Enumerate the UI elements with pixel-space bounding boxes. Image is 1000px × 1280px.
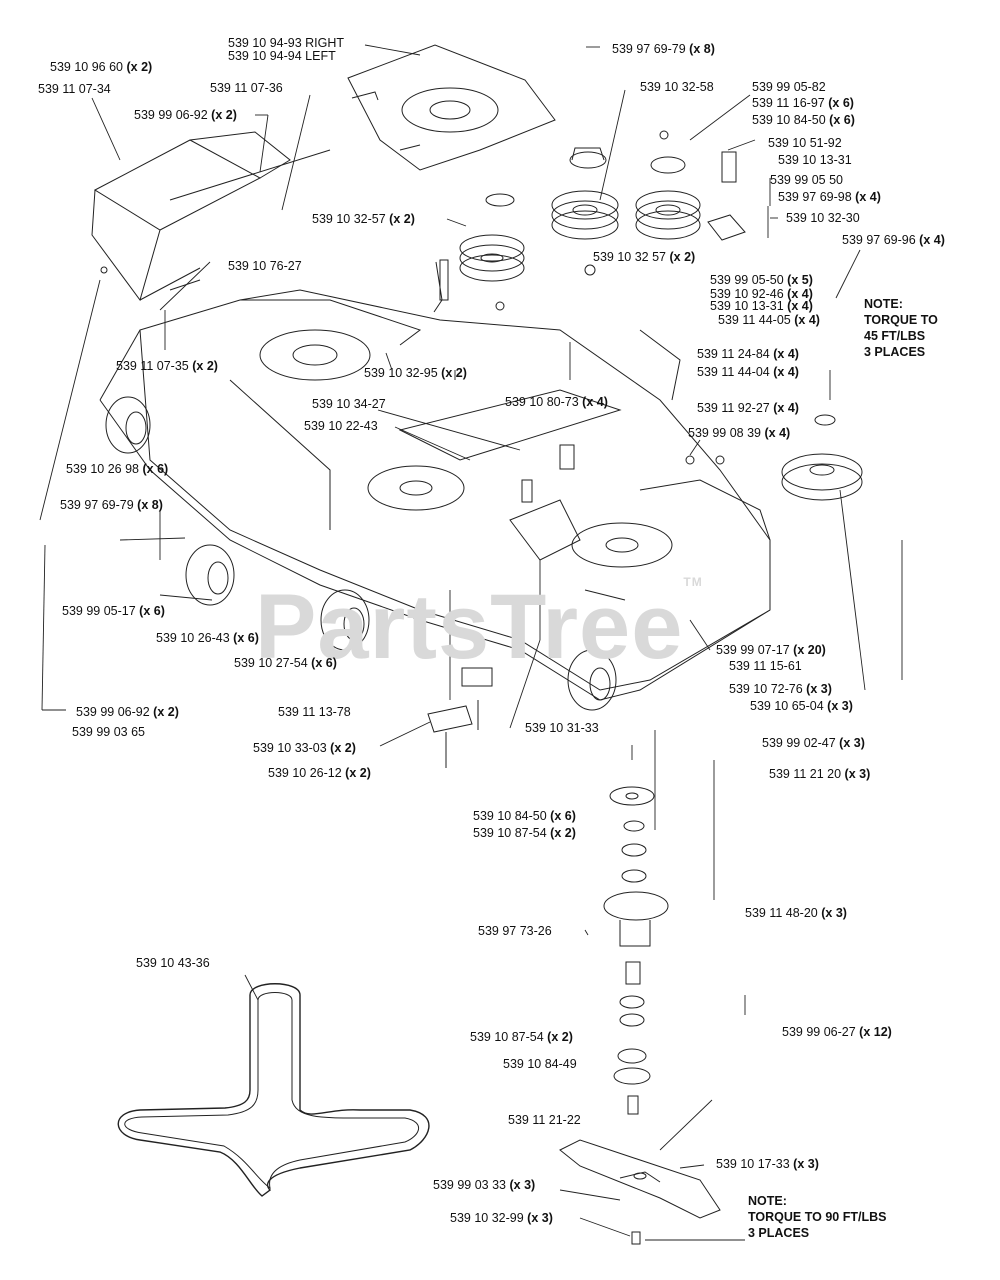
part-label: 539 99 06-92 (x 2) xyxy=(134,108,237,122)
part-label: 539 10 32-57 (x 2) xyxy=(312,212,415,226)
part-label: 539 10 26 98 (x 6) xyxy=(66,462,169,476)
part-label: 539 10 31-33 xyxy=(525,721,599,735)
part-label: 539 11 07-34 xyxy=(38,82,111,96)
part-label: 539 99 03 65 xyxy=(72,725,145,739)
part-label: 539 99 06-27 (x 12) xyxy=(782,1025,892,1039)
part-label: 539 10 80-73 (x 4) xyxy=(505,395,608,409)
part-label: 539 10 87-54 (x 2) xyxy=(470,1030,573,1044)
part-label: 539 10 65-04 (x 3) xyxy=(750,699,853,713)
part-label: 539 10 32 57 (x 2) xyxy=(593,250,696,264)
leader-lines xyxy=(40,45,902,1240)
idler-pulley xyxy=(434,194,524,312)
part-label: 539 10 22-43 xyxy=(304,419,378,433)
part-label: 539 10 72-76 (x 3) xyxy=(729,682,832,696)
part-label: 539 97 69-96 (x 4) xyxy=(842,233,945,247)
part-label: 539 10 87-54 (x 2) xyxy=(473,826,576,840)
part-label: 539 11 44-05 (x 4) xyxy=(718,313,820,327)
part-label: 539 97 69-79 (x 8) xyxy=(60,498,163,512)
part-label: 539 99 05-82 xyxy=(752,80,826,94)
part-label: 539 10 33-03 (x 2) xyxy=(253,741,356,755)
part-label: 539 97 73-26 xyxy=(478,924,552,938)
part-label: 539 10 32-99 (x 3) xyxy=(450,1211,553,1225)
spindle-assembly xyxy=(604,787,668,1114)
part-label: 539 99 02-47 (x 3) xyxy=(762,736,865,750)
part-label: 539 11 07-36 xyxy=(210,81,283,95)
part-label: 539 99 05-17 (x 6) xyxy=(62,604,165,618)
part-label: 539 10 27-54 (x 6) xyxy=(234,656,337,670)
part-label: 539 11 15-61 xyxy=(729,659,802,673)
part-label: 539 99 08 39 (x 4) xyxy=(688,426,791,440)
part-label: 539 10 96 60 (x 2) xyxy=(50,60,153,74)
part-label: 539 11 13-78 xyxy=(278,705,351,719)
part-label: 539 10 51-92 xyxy=(768,136,842,150)
part-label: 539 10 94-93 RIGHT xyxy=(228,36,345,50)
part-label: 539 99 05 50 xyxy=(770,173,843,187)
belt-cover xyxy=(348,45,555,170)
part-label: 539 99 05-50 (x 5) xyxy=(710,273,813,287)
part-label: 539 10 84-49 xyxy=(503,1057,577,1071)
mower-deck xyxy=(100,290,770,700)
part-label: 539 10 84-50 (x 6) xyxy=(473,809,576,823)
pulley-group-top xyxy=(552,130,745,276)
part-label: 539 10 94-94 LEFT xyxy=(228,49,336,63)
part-label: 539 10 13-31 (x 4) xyxy=(710,299,813,313)
part-label: 539 10 34-27 xyxy=(312,397,386,411)
right-pulley xyxy=(782,415,862,500)
part-label: 539 11 21 20 (x 3) xyxy=(769,767,871,781)
part-label: 539 10 32-95 (x 2) xyxy=(364,366,467,380)
discharge-chute xyxy=(92,132,330,300)
drive-belt xyxy=(118,984,429,1196)
watermark: PartsTreeTM xyxy=(255,575,703,678)
mower-blade xyxy=(560,1140,720,1244)
part-label: 539 99 07-17 (x 20) xyxy=(716,643,826,657)
part-label: 539 11 44-04 (x 4) xyxy=(697,365,799,379)
part-label: 539 10 13-31 xyxy=(778,153,852,167)
part-label: 539 11 48-20 (x 3) xyxy=(745,906,847,920)
torque-note-45: NOTE: TORQUE TO 45 FT/LBS 3 PLACES xyxy=(864,297,938,359)
torque-note-90: NOTE: TORQUE TO 90 FT/LBS 3 PLACES xyxy=(748,1194,887,1240)
part-label: 539 10 17-33 (x 3) xyxy=(716,1157,819,1171)
part-label: 539 10 32-30 xyxy=(786,211,860,225)
part-label: 539 10 26-43 (x 6) xyxy=(156,631,259,645)
part-label: 539 11 21-22 xyxy=(508,1113,581,1127)
part-label: 539 11 24-84 (x 4) xyxy=(697,347,799,361)
part-label: 539 99 03 33 (x 3) xyxy=(433,1178,536,1192)
gauge-wheels xyxy=(106,397,616,710)
part-label: 539 10 84-50 (x 6) xyxy=(752,113,855,127)
part-label: 539 97 69-79 (x 8) xyxy=(612,42,715,56)
hardware-small xyxy=(170,260,725,768)
part-label: 539 10 76-27 xyxy=(228,259,302,273)
part-label: 539 11 16-97 (x 6) xyxy=(752,96,854,110)
part-label: 539 10 92-46 (x 4) xyxy=(710,287,813,301)
part-label: 539 11 07-35 (x 2) xyxy=(116,359,218,373)
part-label: 539 97 69-98 (x 4) xyxy=(778,190,881,204)
part-label: 539 10 26-12 (x 2) xyxy=(268,766,371,780)
part-label: 539 11 92-27 (x 4) xyxy=(697,401,799,415)
part-label: 539 10 43-36 xyxy=(136,956,210,970)
part-label: 539 99 06-92 (x 2) xyxy=(76,705,179,719)
part-label: 539 10 32-58 xyxy=(640,80,714,94)
